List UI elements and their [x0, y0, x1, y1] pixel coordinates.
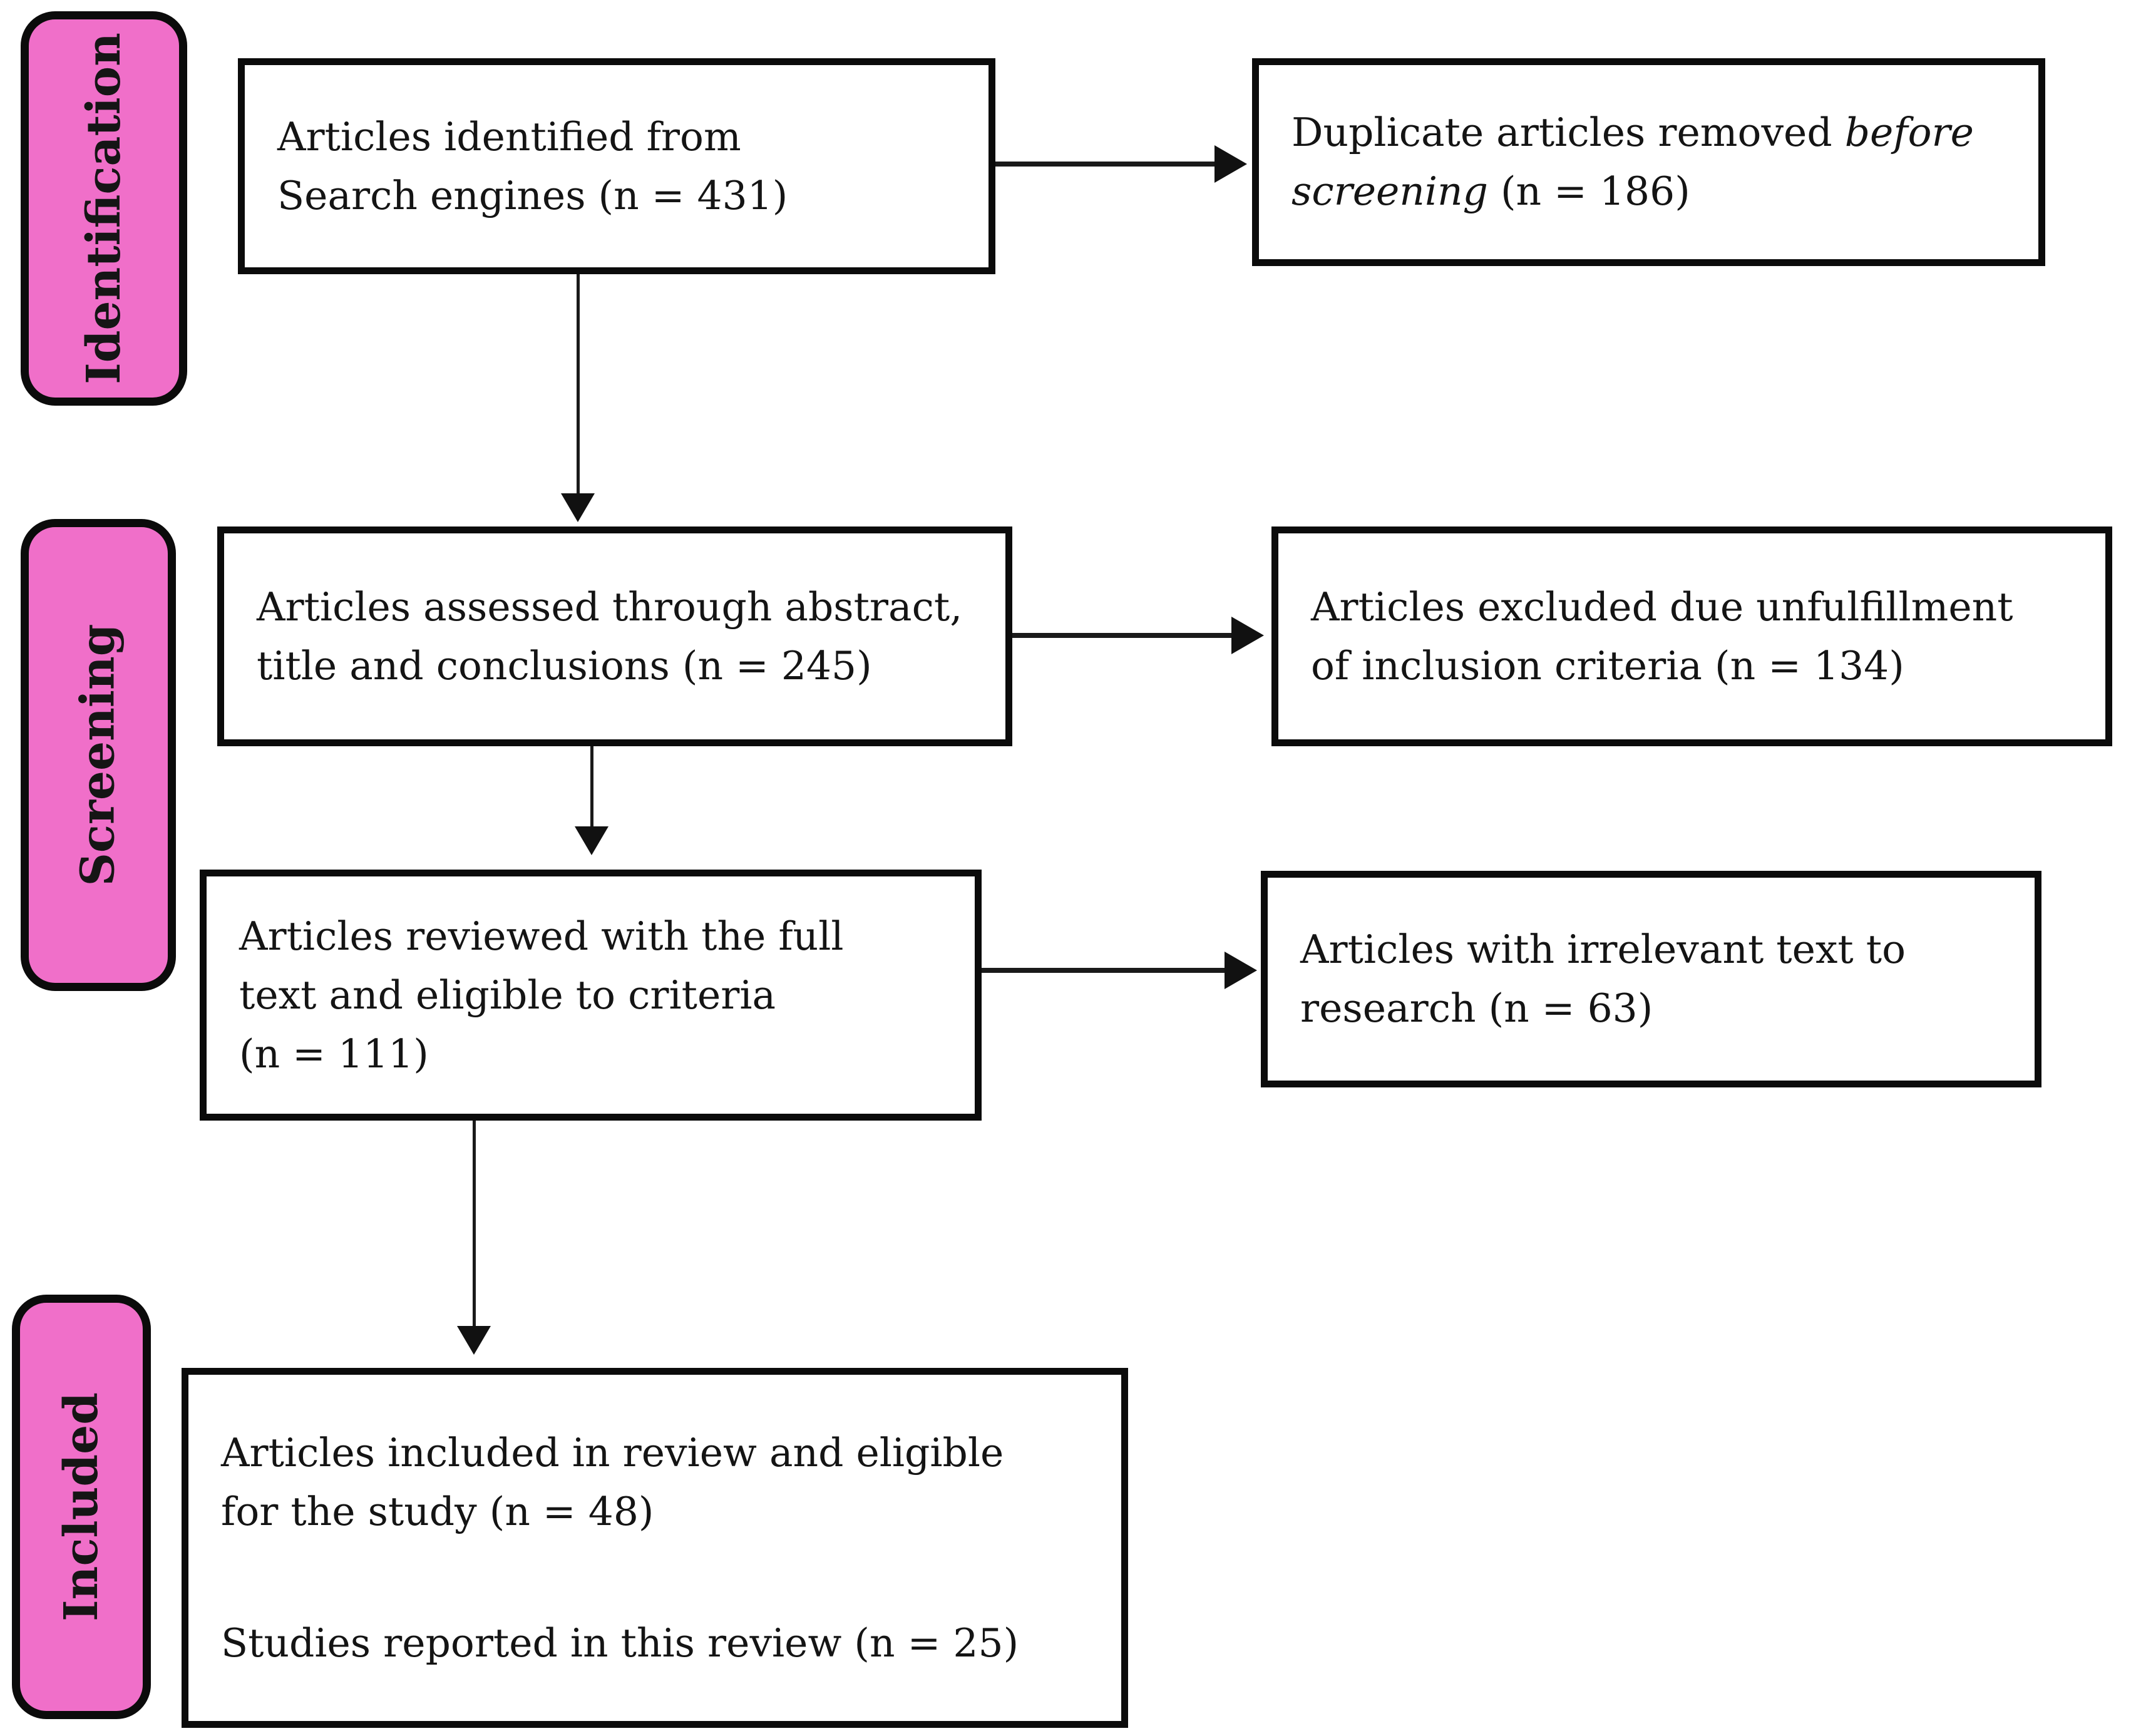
stage-screening-label: Screening — [71, 624, 126, 886]
stage-identification: Identification — [21, 11, 187, 406]
box-articles-identified-line2: Search engines (n = 431) — [277, 172, 788, 218]
box-irrelevant-text: Articles with irrelevant text to researc… — [1261, 871, 2041, 1087]
arrow-identified-to-duplicates-shaft — [995, 162, 1216, 167]
box-duplicates-removed-line2: screening (n = 186) — [1291, 162, 2006, 221]
box-duplicates-removed-line2-italic: screening — [1291, 168, 1488, 214]
arrow-assessed-to-fulltext-shaft — [590, 746, 593, 828]
box-full-text-review-line2: text and eligible to criteria — [239, 972, 776, 1018]
box-included-in-review-line1: Articles included in review and eligible — [221, 1429, 1004, 1476]
box-articles-excluded-line1: Articles excluded due unfulfillment — [1311, 583, 2013, 630]
box-irrelevant-text-line2: research (n = 63) — [1300, 985, 1653, 1031]
box-full-text-review: Articles reviewed with the full text and… — [200, 870, 982, 1121]
box-full-text-review-line3: (n = 111) — [239, 1030, 429, 1077]
box-articles-excluded: Articles excluded due unfulfillment of i… — [1271, 526, 2112, 746]
arrow-fulltext-to-irrelevant-shaft — [982, 968, 1226, 973]
arrow-fulltext-to-included-head-icon — [457, 1326, 491, 1355]
box-duplicates-removed-line1-normal: Duplicate articles removed — [1291, 110, 1845, 155]
box-duplicates-removed-line1-italic: before — [1844, 110, 1974, 155]
arrow-identified-to-assessed-shaft — [577, 274, 580, 495]
box-full-text-review-line1: Articles reviewed with the full — [239, 913, 844, 959]
stage-screening: Screening — [21, 519, 176, 991]
box-articles-identified: Articles identified from Search engines … — [238, 58, 995, 274]
box-articles-assessed-line2: title and conclusions (n = 245) — [257, 642, 872, 689]
stage-included: Included — [12, 1295, 151, 1719]
arrow-identified-to-assessed-head-icon — [561, 493, 595, 522]
box-articles-excluded-line2: of inclusion criteria (n = 134) — [1311, 642, 1904, 689]
arrow-fulltext-to-irrelevant-head-icon — [1225, 952, 1257, 989]
box-irrelevant-text-line1: Articles with irrelevant text to — [1300, 927, 1906, 972]
box-duplicates-removed: Duplicate articles removed before screen… — [1252, 58, 2045, 266]
arrow-assessed-to-excluded-head-icon — [1231, 617, 1264, 654]
arrow-assessed-to-fulltext-head-icon — [575, 826, 608, 855]
box-duplicates-removed-line1: Duplicate articles removed before — [1291, 103, 2006, 162]
box-articles-assessed: Articles assessed through abstract, titl… — [217, 526, 1012, 746]
arrow-assessed-to-excluded-shaft — [1012, 633, 1233, 638]
box-included-in-review-line3: Studies reported in this review (n = 25) — [221, 1620, 1019, 1666]
box-articles-assessed-line1: Articles assessed through abstract, — [257, 583, 963, 630]
box-included-in-review-line2: for the study (n = 48) — [221, 1488, 654, 1534]
arrow-identified-to-duplicates-head-icon — [1214, 145, 1247, 183]
box-included-in-review: Articles included in review and eligible… — [182, 1368, 1128, 1728]
stage-identification-label: Identification — [77, 33, 131, 384]
stage-included-label: Included — [54, 1392, 109, 1621]
box-articles-identified-line1: Articles identified from — [277, 113, 741, 160]
arrow-fulltext-to-included-shaft — [473, 1121, 476, 1327]
box-duplicates-removed-line2-normal: (n = 186) — [1487, 168, 1690, 214]
